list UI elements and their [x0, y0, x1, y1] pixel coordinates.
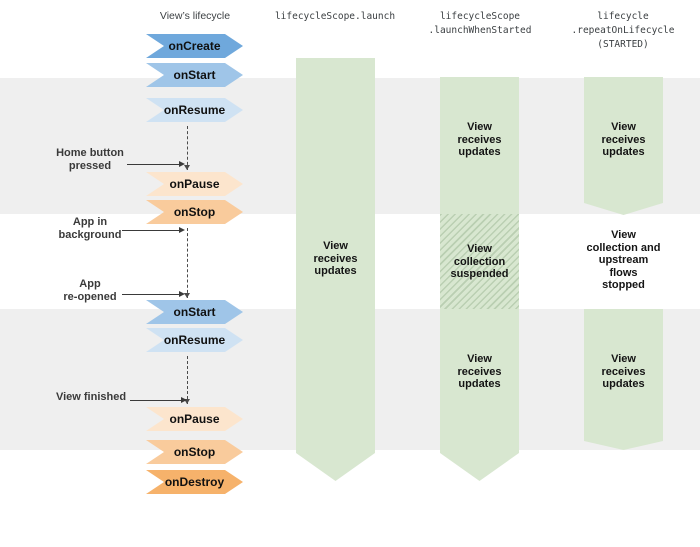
- lifecycle-step-onstop: onStop: [146, 200, 243, 224]
- repeatonlifecycle-band-lower: [584, 309, 663, 450]
- annotation-arrow-icon: [122, 226, 185, 233]
- connector-arrowhead-icon: [184, 293, 190, 298]
- repeatonlifecycle-status-label: View receives updates: [601, 121, 646, 158]
- suspended-hatch-pattern: [440, 214, 519, 309]
- launch-status-label: View receives updates: [313, 240, 358, 277]
- annotation-home-button-pressed: Home button pressed: [56, 147, 124, 172]
- repeatonlifecycle-status-label: View receives updates: [601, 353, 646, 390]
- launchwhenstarted-suspended-label: View collection suspended: [450, 243, 509, 280]
- lifecycle-connector-dashed: [187, 228, 188, 298]
- lifecycle-step-onstop: onStop: [146, 440, 243, 464]
- annotation-arrow-icon: [122, 290, 185, 297]
- column-header-repeatonlifecycle: lifecycle .repeatOnLifecycle (STARTED): [571, 11, 675, 50]
- repeatonlifecycle-band-upper: [584, 77, 663, 215]
- column-header-launch: lifecycleScope.launch: [274, 11, 396, 22]
- connector-arrowhead-icon: [184, 399, 190, 404]
- lifecycle-step-onstart: onStart: [146, 63, 243, 87]
- connector-arrowhead-icon: [184, 165, 190, 170]
- lifecycle-connector-dashed: [187, 356, 188, 404]
- lifecycle-step-onresume: onResume: [146, 98, 243, 122]
- repeatonlifecycle-stopped-label: View collection and upstream flows stopp…: [586, 229, 661, 291]
- lifecycle-column-title: View’s lifecycle: [159, 10, 231, 22]
- launchwhenstarted-band: [440, 77, 519, 481]
- annotation-arrow-icon: [130, 396, 187, 403]
- lifecycle-step-oncreate: onCreate: [146, 34, 243, 58]
- lifecycle-connector-dashed: [187, 126, 188, 170]
- annotation-arrow-icon: [127, 160, 185, 167]
- annotation-view-finished: View finished: [55, 391, 127, 403]
- annotation-app-in-background: App in background: [58, 216, 122, 241]
- column-header-launchwhenstarted: lifecycleScope .launchWhenStarted: [428, 11, 532, 36]
- launchwhenstarted-status-label: View receives updates: [457, 121, 502, 158]
- launchwhenstarted-status-label: View receives updates: [457, 353, 502, 390]
- lifecycle-step-ondestroy: onDestroy: [146, 470, 243, 494]
- annotation-app-reopened: App re-opened: [63, 278, 117, 303]
- launch-band: [296, 58, 375, 481]
